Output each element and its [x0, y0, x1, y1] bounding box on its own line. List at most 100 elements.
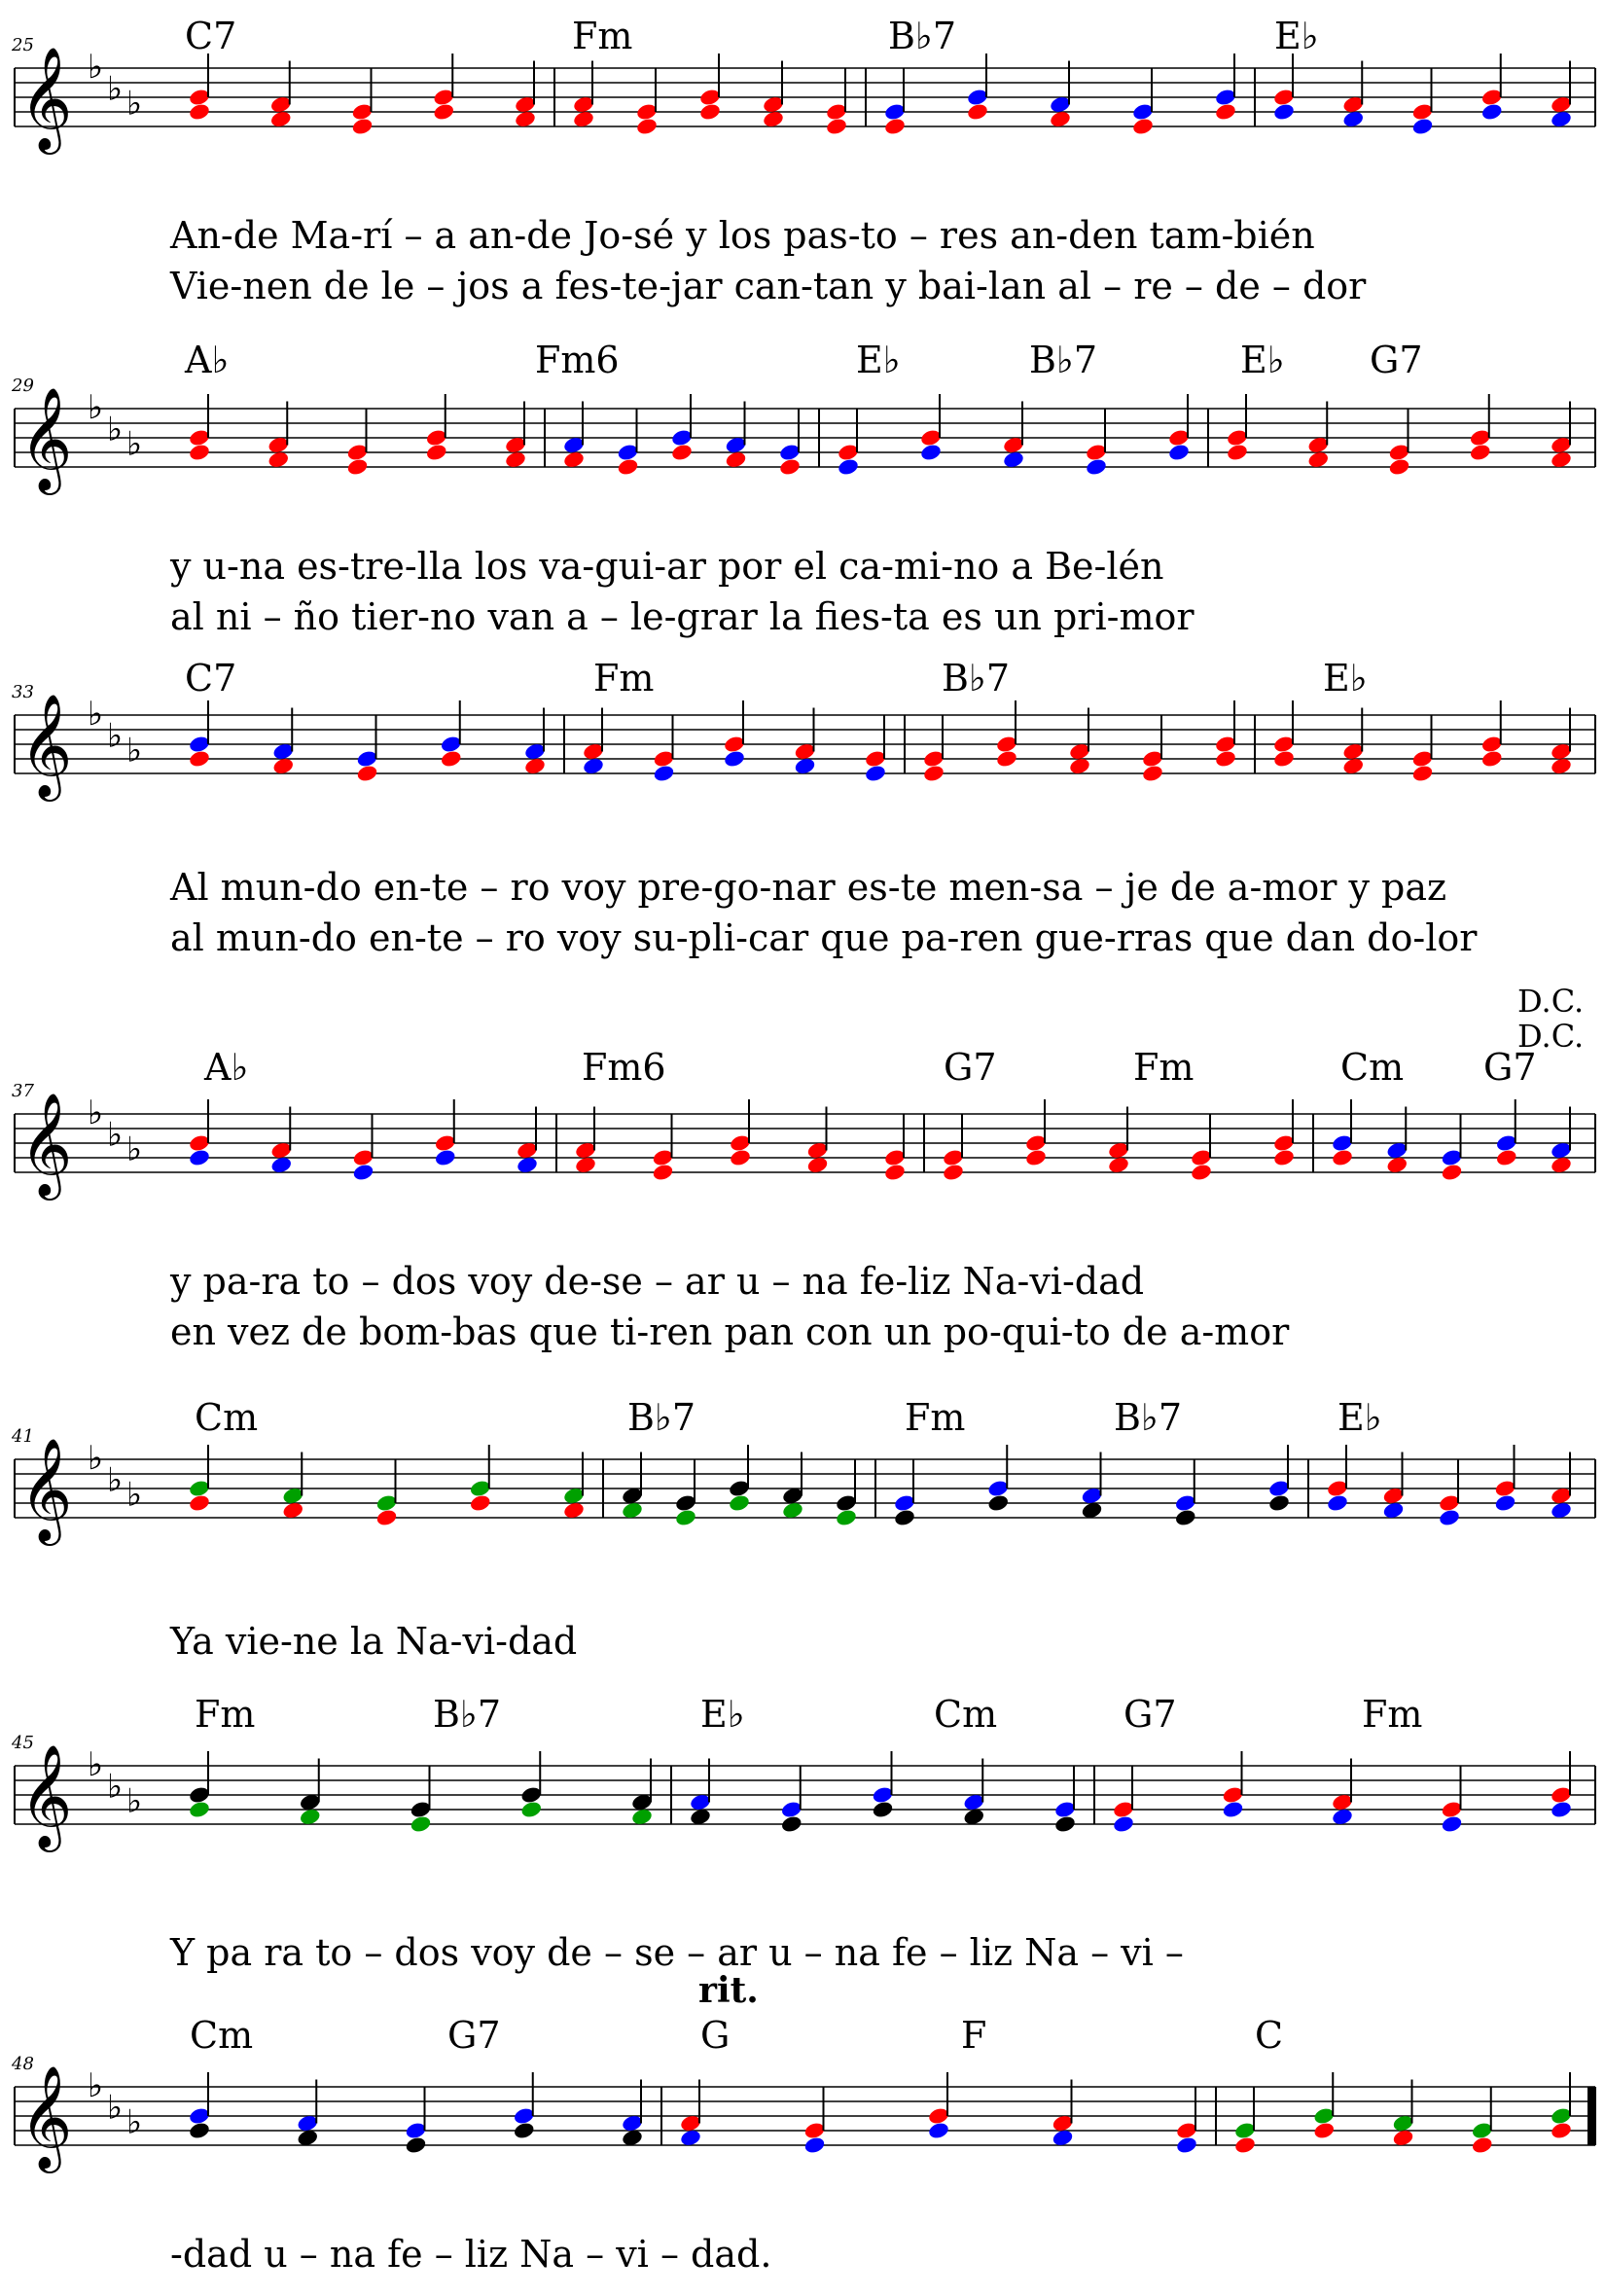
- notehead: [632, 1795, 652, 1810]
- chord-symbol: B♭7: [627, 1396, 696, 1439]
- notehead: [1442, 1802, 1462, 1817]
- notehead: [347, 445, 368, 460]
- notehead: [1133, 104, 1153, 120]
- staff: 𝄞♭♭♭: [14, 1437, 1596, 1546]
- notehead: [1440, 1510, 1459, 1525]
- chord-symbol: F: [961, 2014, 987, 2057]
- chord-symbol: B♭7: [1029, 339, 1098, 381]
- notehead: [1552, 2123, 1571, 2138]
- notehead: [1087, 459, 1106, 475]
- notehead: [434, 104, 453, 120]
- notehead: [968, 90, 987, 105]
- measure-number: 29: [12, 376, 34, 396]
- notehead: [1473, 2137, 1492, 2153]
- lyric-line: y pa-ra to – dos voy de-se – ar u – na f…: [170, 1260, 1145, 1303]
- lyric-line: y u-na es-tre-lla los va-gui-ar por el c…: [170, 545, 1164, 588]
- notehead: [1412, 766, 1433, 781]
- notehead: [1070, 759, 1089, 773]
- notehead: [1552, 452, 1571, 467]
- treble-clef-icon: 𝄞: [19, 1092, 72, 1201]
- notehead: [564, 1503, 584, 1518]
- notehead: [1308, 438, 1328, 452]
- notehead: [1333, 1135, 1352, 1151]
- notehead: [783, 1489, 802, 1503]
- flat-icon: ♭: [107, 1461, 123, 1500]
- staff: 𝄞♭♭♭: [14, 2064, 1596, 2173]
- chord-symbol: B♭7: [888, 15, 957, 57]
- notehead: [517, 1158, 537, 1172]
- notehead: [190, 751, 209, 767]
- notehead: [471, 1495, 490, 1511]
- flat-icon: ♭: [126, 1476, 142, 1515]
- notehead: [944, 1150, 963, 1166]
- flat-icon: ♭: [107, 1768, 123, 1807]
- chord-symbol: A♭: [185, 339, 230, 381]
- notehead: [1471, 445, 1490, 460]
- notehead: [298, 2131, 317, 2145]
- flat-icon: ♭: [88, 1094, 103, 1132]
- chord-symbol: Fm: [905, 1396, 966, 1439]
- notehead: [866, 766, 885, 781]
- notehead: [807, 1158, 828, 1172]
- notehead: [653, 1165, 673, 1180]
- notehead: [357, 751, 377, 767]
- notehead: [1389, 445, 1409, 460]
- chord-symbol: G7: [447, 2014, 501, 2057]
- flat-icon: ♭: [107, 717, 123, 756]
- chord-symbol: A♭: [204, 1046, 249, 1089]
- flat-icon: ♭: [88, 695, 103, 734]
- notehead: [691, 1810, 710, 1824]
- notehead: [1308, 452, 1328, 467]
- notehead: [190, 445, 209, 460]
- notehead: [301, 1795, 320, 1810]
- notehead: [442, 736, 461, 752]
- notehead: [623, 1489, 642, 1503]
- notehead: [1482, 104, 1502, 120]
- notehead: [190, 1787, 209, 1803]
- notehead: [516, 112, 535, 126]
- notehead: [895, 1510, 914, 1525]
- notehead: [1269, 1495, 1289, 1511]
- notehead: [268, 452, 288, 467]
- notehead: [1274, 1150, 1294, 1166]
- chord-symbol: Fm: [593, 657, 655, 700]
- notehead: [1004, 452, 1023, 467]
- notehead: [632, 1810, 652, 1824]
- notehead: [1552, 1143, 1571, 1158]
- staff: 𝄞♭♭♭: [14, 46, 1596, 155]
- notehead: [1495, 1495, 1516, 1511]
- lyric-line: al mun-do en-te – ro voy su-pli-car que …: [170, 916, 1478, 959]
- notehead: [410, 1802, 431, 1817]
- notehead: [506, 452, 525, 467]
- notehead: [1482, 751, 1502, 767]
- notehead: [1497, 1150, 1516, 1166]
- treble-clef-icon: 𝄞: [19, 46, 72, 155]
- notehead: [838, 459, 858, 475]
- chord-symbol: C: [1255, 2014, 1284, 2057]
- notehead: [944, 1165, 963, 1180]
- chord-symbol: E♭: [1240, 339, 1285, 381]
- notehead: [516, 97, 535, 112]
- notehead: [623, 1503, 642, 1518]
- chord-symbol: Cm: [1340, 1046, 1405, 1089]
- notehead: [1412, 119, 1433, 134]
- chord-symbol: G7: [1370, 339, 1423, 381]
- notehead: [273, 744, 293, 759]
- notehead: [885, 104, 905, 120]
- notehead: [427, 430, 446, 446]
- notehead: [1052, 2131, 1073, 2145]
- lyric-line: -dad u – na fe – liz Na – vi – dad.: [170, 2233, 772, 2276]
- notehead: [1082, 1489, 1102, 1503]
- final-bar-line: [1587, 2087, 1595, 2145]
- notehead: [1192, 1165, 1211, 1180]
- notehead: [700, 90, 720, 105]
- notehead: [929, 2108, 948, 2124]
- notehead: [1109, 1143, 1128, 1158]
- notehead: [376, 1510, 397, 1525]
- notehead: [1389, 459, 1409, 475]
- notehead: [1176, 1510, 1195, 1525]
- notehead: [921, 430, 941, 446]
- notehead: [1442, 1150, 1462, 1166]
- notehead: [525, 759, 545, 773]
